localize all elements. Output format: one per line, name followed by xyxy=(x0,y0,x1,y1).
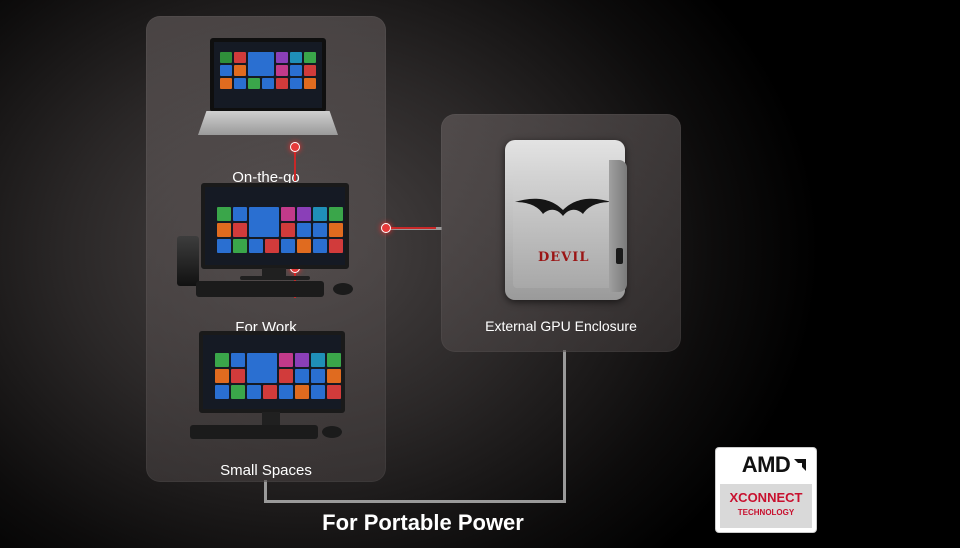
amd-logo-text: AMD xyxy=(741,452,791,477)
gpu-enclosure-front: DEVIL xyxy=(513,170,613,288)
device-label-small-spaces: Small Spaces xyxy=(220,462,312,479)
link-dot-upper xyxy=(290,142,300,152)
gpu-enclosure-side xyxy=(609,160,627,292)
bottom-connector-right xyxy=(563,350,566,503)
amd-arrow-icon xyxy=(794,459,806,471)
link-line-right xyxy=(386,227,436,229)
xconnect-band: XCONNECT TECHNOLOGY xyxy=(720,484,812,528)
devil-wings-icon xyxy=(515,198,611,216)
gpu-enclosure-icon: DEVIL xyxy=(505,140,627,300)
enclosure-label: External GPU Enclosure xyxy=(485,318,637,334)
bottom-connector-left xyxy=(264,480,267,502)
link-line-upper xyxy=(294,147,296,181)
technology-text: TECHNOLOGY xyxy=(737,508,795,517)
amd-xconnect-badge: AMD XCONNECT TECHNOLOGY xyxy=(716,448,816,532)
link-dot-right xyxy=(381,223,391,233)
bottom-connector-horizontal xyxy=(264,500,566,503)
port-icon xyxy=(616,248,623,264)
device-label-onthego: On-the-go xyxy=(232,169,300,186)
enclosure-brand-mark: DEVIL xyxy=(538,250,590,265)
footer-title: For Portable Power xyxy=(322,510,524,535)
xconnect-text: XCONNECT xyxy=(729,490,803,505)
